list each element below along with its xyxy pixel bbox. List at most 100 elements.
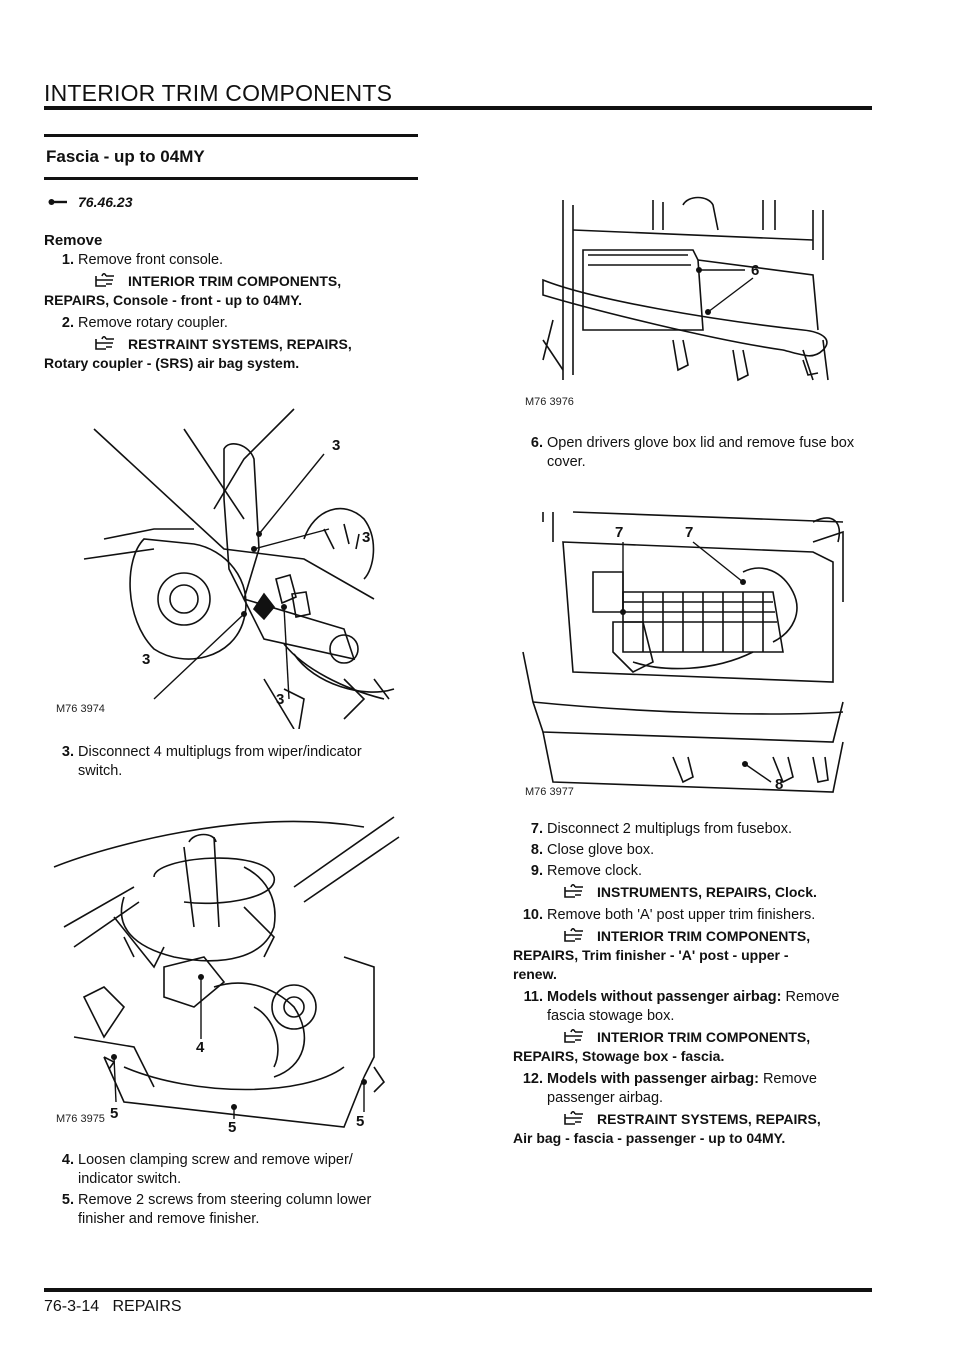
step-5: 5. Remove 2 screws from steering column … (44, 1191, 418, 1229)
wiper-switch-illustration (53, 816, 400, 1128)
step-text: passenger airbag. (547, 1090, 664, 1106)
step-12: 12. Models with passenger airbag: Remove… (513, 1070, 873, 1108)
step-number: 1. (61, 252, 74, 268)
callout-3: 3 (142, 651, 151, 668)
reference-line: INTERIOR TRIM COMPONENTS, (597, 1029, 811, 1045)
step-6: 6. Open drivers glove box lid and remove… (513, 434, 873, 472)
reference-line: renew. (513, 966, 557, 982)
figure-steering-column-multiplugs: 3 3 3 3 M76 3974 (44, 399, 418, 729)
step-text: Remove clock. (547, 863, 643, 879)
reference-line: Air bag - fascia - passenger - up to 04M… (513, 1130, 786, 1146)
step-3: 3. Disconnect 4 multiplugs from wiper/in… (44, 743, 418, 781)
reference-line: REPAIRS, Console - front - up to 04MY. (44, 292, 302, 308)
section-rule-bottom (44, 177, 418, 180)
right-column: 6 M76 3976 6. Open drivers glove box lid… (513, 190, 873, 1152)
pointing-hand-icon (564, 927, 583, 942)
figure-wiper-indicator-switch: 4 5 5 5 M76 3975 (44, 807, 418, 1137)
callout-3: 3 (276, 691, 285, 708)
step-11: 11. Models without passenger airbag: Rem… (513, 988, 873, 1026)
step-number: 3. (61, 744, 74, 760)
reference-line: RESTRAINT SYSTEMS, REPAIRS, (597, 1111, 821, 1127)
page-header-title: INTERIOR TRIM COMPONENTS (44, 80, 393, 106)
remove-heading: Remove (44, 232, 103, 249)
figure-caption: M76 3975 (56, 1113, 105, 1125)
step-10: 10. Remove both 'A' post upper trim fini… (513, 906, 873, 925)
step-number: 4. (61, 1152, 74, 1168)
step-4: 4. Loosen clamping screw and remove wipe… (44, 1151, 418, 1189)
callout-3: 3 (332, 437, 341, 454)
step-text: Remove both 'A' post upper trim finisher… (547, 907, 816, 923)
cross-reference: INSTRUMENTS, REPAIRS, Clock. (547, 883, 873, 902)
step-number: 6. (530, 435, 543, 451)
reference-line: INSTRUMENTS, REPAIRS, Clock. (597, 884, 817, 900)
cross-reference: INTERIOR TRIM COMPONENTS, REPAIRS, Trim … (513, 927, 873, 984)
step-text: Remove front console. (78, 252, 224, 268)
step-number: 9. (530, 863, 543, 879)
step-2: 2. Remove rotary coupler. (44, 314, 418, 333)
cross-reference: RESTRAINT SYSTEMS, REPAIRS, Rotary coupl… (44, 335, 418, 373)
callout-5: 5 (356, 1113, 365, 1130)
step-7: 7. Disconnect 2 multiplugs from fusebox. (513, 820, 873, 839)
step-text: Remove 2 screws from steering column low… (78, 1192, 372, 1208)
pointing-hand-icon (564, 1028, 583, 1043)
step-text: Open drivers glove box lid and remove fu… (547, 435, 855, 451)
reference-line: REPAIRS, Stowage box - fascia. (513, 1048, 725, 1064)
glove-box-illustration (542, 196, 829, 382)
step-condition: Models with passenger airbag: (547, 1071, 759, 1087)
figure-caption: M76 3977 (525, 786, 574, 798)
step-text: Remove (758, 1071, 817, 1087)
step-number: 7. (530, 821, 543, 837)
left-column: Fascia - up to 04MY 76.46.23 Remove 1. R… (44, 134, 418, 1231)
callout-5: 5 (228, 1119, 237, 1136)
callout-5: 5 (110, 1105, 119, 1122)
figure-caption: M76 3976 (525, 396, 574, 408)
section-title: Fascia - up to 04MY (46, 147, 205, 166)
step-number: 2. (61, 315, 74, 331)
fusebox-illustration (522, 511, 844, 793)
pointing-hand-icon (564, 883, 583, 898)
section-rule-top (44, 134, 418, 137)
step-text: Disconnect 2 multiplugs from fusebox. (547, 821, 792, 837)
callout-7: 7 (615, 524, 624, 541)
step-text: fascia stowage box. (547, 1008, 675, 1024)
header-rule (44, 106, 872, 110)
step-text: switch. (78, 763, 123, 779)
reference-line: RESTRAINT SYSTEMS, REPAIRS, (128, 336, 352, 352)
page-footer: 76-3-14 REPAIRS (44, 1298, 182, 1315)
callout-4: 4 (196, 1039, 205, 1056)
pointing-hand-icon (95, 335, 114, 350)
cross-reference: INTERIOR TRIM COMPONENTS, REPAIRS, Conso… (44, 272, 418, 310)
step-text: Remove rotary coupler. (78, 315, 228, 331)
step-8: 8. Close glove box. (513, 841, 873, 860)
step-text: indicator switch. (78, 1171, 182, 1187)
reference-line: INTERIOR TRIM COMPONENTS, (597, 928, 811, 944)
callout-3: 3 (362, 529, 371, 546)
step-text: cover. (547, 454, 586, 470)
reference-line: REPAIRS, Trim finisher - 'A' post - uppe… (513, 947, 789, 963)
spanner-icon (48, 199, 67, 205)
steering-column-illustration (83, 408, 395, 729)
callout-8: 8 (775, 776, 784, 793)
step-number: 12. (522, 1071, 543, 1087)
operation-code: 76.46.23 (48, 194, 418, 210)
figure-fusebox: 7 7 8 M76 3977 (513, 502, 873, 802)
step-number: 5. (61, 1192, 74, 1208)
step-condition: Models without passenger airbag: (547, 989, 782, 1005)
step-text: Close glove box. (547, 842, 655, 858)
figure-caption: M76 3974 (56, 703, 105, 715)
reference-line: Rotary coupler - (SRS) air bag system. (44, 355, 300, 371)
step-1: 1. Remove front console. (44, 251, 418, 270)
step-text: finisher and remove finisher. (78, 1211, 260, 1227)
step-9: 9. Remove clock. (513, 862, 873, 881)
reference-line: INTERIOR TRIM COMPONENTS, (128, 273, 342, 289)
figure-glove-box: 6 M76 3976 (513, 190, 873, 420)
step-text: Remove (781, 989, 840, 1005)
callout-7: 7 (685, 524, 694, 541)
operation-code-text: 76.46.23 (78, 194, 133, 210)
step-text: Disconnect 4 multiplugs from wiper/indic… (78, 744, 362, 760)
callout-6: 6 (751, 262, 760, 279)
pointing-hand-icon (564, 1110, 583, 1125)
pointing-hand-icon (95, 272, 114, 287)
step-number: 10. (522, 907, 543, 923)
step-number: 11. (523, 989, 543, 1005)
